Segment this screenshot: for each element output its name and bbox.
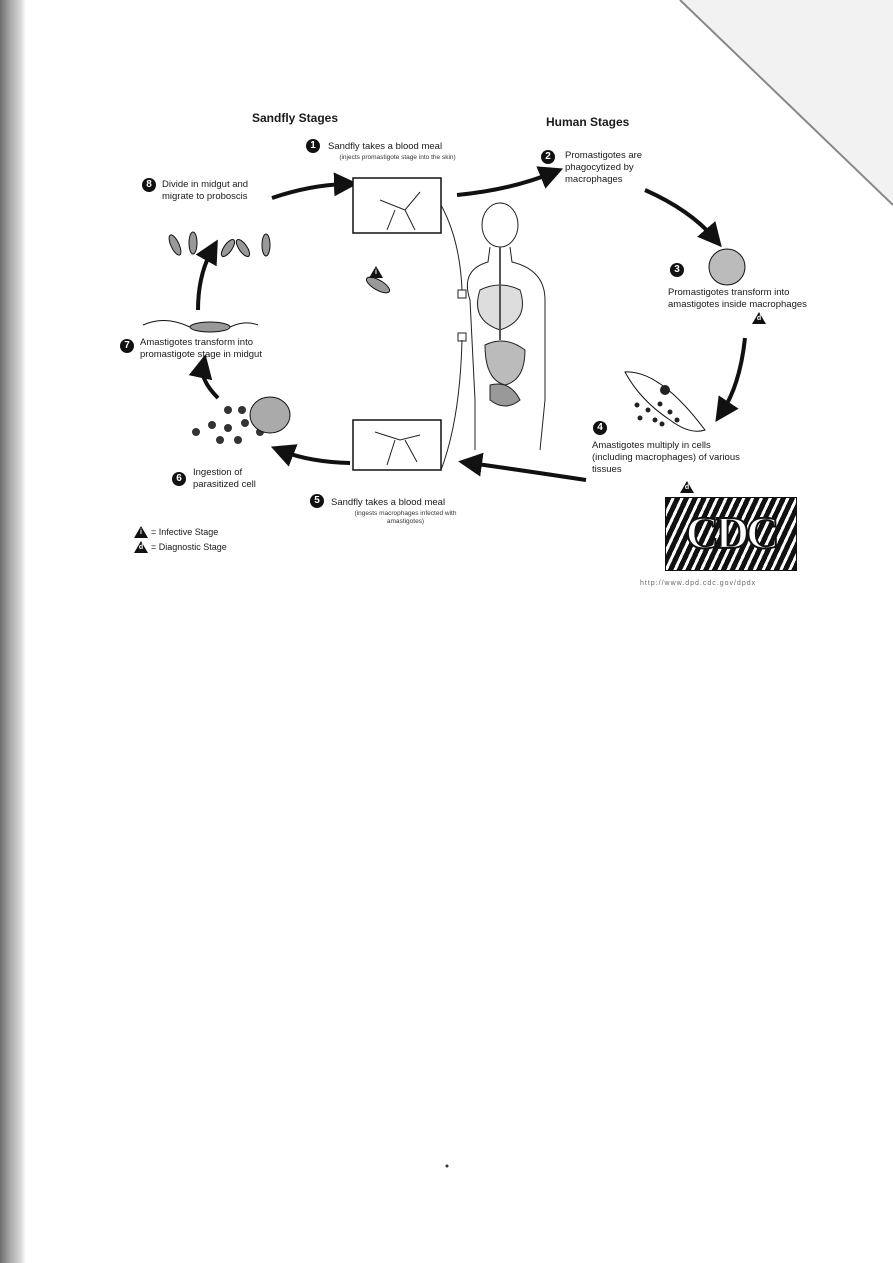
infected-tissue-cell	[624, 371, 706, 432]
step-2-number: 2	[541, 150, 555, 164]
step-5-number: 5	[310, 494, 324, 508]
fold-line	[679, 0, 893, 206]
arrow-4-to-5	[458, 452, 587, 482]
arrow-5-to-6	[270, 444, 351, 467]
legend: i = Infective Stage d = Diagnostic Stage	[134, 524, 227, 554]
arrow-2-to-3	[644, 188, 722, 248]
step-5-subtext: (ingests macrophages infected with amast…	[354, 510, 457, 525]
diagnostic-stage-icon: d	[134, 540, 148, 553]
source-url: http://www.dpd.cdc.gov/dpdx	[640, 580, 757, 587]
step-2-text: Promastigotes are phagocytized by macrop…	[565, 150, 643, 185]
step-7-text: Amastigotes transform into promastigote …	[140, 337, 262, 360]
arrow-3-to-4	[715, 337, 747, 422]
step-6-text: Ingestion of parasitized cell	[193, 467, 256, 490]
step-3-number: 3	[670, 263, 684, 277]
legend-infective-label: = Infective Stage	[151, 526, 219, 537]
step-7-number: 7	[120, 339, 134, 353]
sandfly-stages-heading: Sandfly Stages	[252, 111, 339, 125]
arrow-8-to-1	[271, 172, 358, 200]
scan-edge-shadow	[0, 0, 26, 1263]
human-stages-heading: Human Stages	[546, 115, 630, 129]
step-3-text: Promastigotes transform into amastigotes…	[668, 287, 807, 310]
step-8-number: 8	[142, 178, 156, 192]
infective-stage-icon: i	[134, 525, 148, 538]
step-5-text: Sandfly takes a blood meal	[331, 497, 446, 508]
sandfly-bite-box-1	[352, 177, 442, 234]
diagnostic-stage-icon: d	[752, 312, 766, 324]
arrow-1-to-2	[456, 166, 564, 197]
legend-infective: i = Infective Stage	[134, 524, 227, 539]
step-1-text: Sandfly takes a blood meal	[328, 141, 443, 152]
stray-dot	[445, 1164, 449, 1168]
legend-diagnostic: d = Diagnostic Stage	[134, 539, 227, 554]
arrow-6-to-7	[188, 354, 220, 400]
step-4-number: 4	[593, 421, 607, 435]
step-4-text: Amastigotes multiply in cells (including…	[592, 440, 740, 475]
legend-diagnostic-label: = Diagnostic Stage	[151, 541, 227, 552]
step-6-number: 6	[172, 472, 186, 486]
cdc-logo-letters: CDC	[685, 506, 781, 559]
step-1-subtext: (injects promastigote stage into the ski…	[339, 154, 456, 161]
sandfly-bite-box-5	[352, 419, 442, 471]
step-1-number: 1	[306, 139, 320, 153]
infective-stage-icon: i	[369, 266, 383, 278]
diagnostic-stage-icon: d	[680, 481, 694, 493]
cdc-logo: CDC	[665, 497, 797, 571]
step-8-text: Divide in midgut and migrate to probosci…	[162, 179, 249, 202]
macrophage-cell	[708, 248, 746, 286]
arrow-7-to-8	[195, 239, 218, 311]
parasitized-cell	[249, 396, 291, 434]
